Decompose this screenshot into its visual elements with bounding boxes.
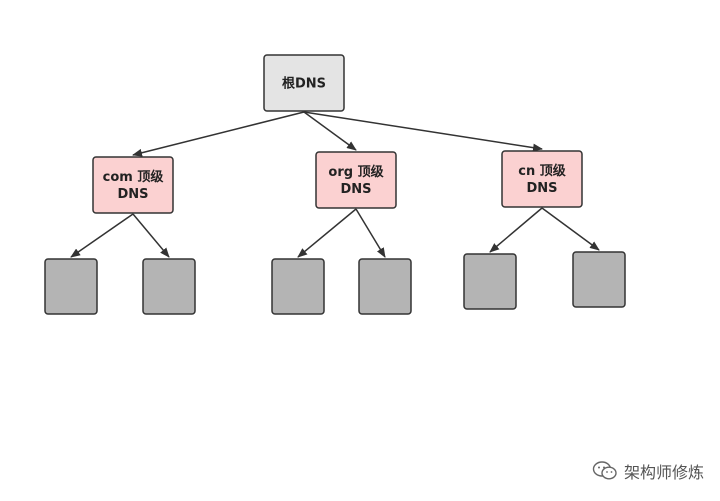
com-tld-label-line-1: com 顶级 xyxy=(103,169,165,185)
com-child-node-2 xyxy=(142,258,196,315)
cn-tld-node xyxy=(501,150,583,208)
edge-cn-to-child-1 xyxy=(489,207,543,253)
cn-tld-label-line-1: cn 顶级 xyxy=(518,163,566,179)
wechat-icon xyxy=(592,460,618,482)
watermark: 架构师修炼 xyxy=(592,459,704,483)
edge-cn-to-child-2 xyxy=(541,207,600,251)
cn-child-node-2 xyxy=(572,251,626,308)
edge-root-to-com xyxy=(132,111,305,157)
org-tld-label-line-1: org 顶级 xyxy=(328,164,384,180)
watermark-text: 架构师修炼 xyxy=(623,463,704,482)
org-tld-label-line-2: DNS xyxy=(340,182,371,197)
cn-child-node-1 xyxy=(463,253,517,310)
edge-com-to-child-2 xyxy=(132,213,170,258)
edge-root-to-cn xyxy=(303,111,543,152)
com-child-node-1 xyxy=(44,258,98,315)
root-dns-label-line-1: 根DNS xyxy=(282,76,326,92)
org-child-node-1 xyxy=(271,258,325,315)
org-tld-node xyxy=(315,151,397,209)
root-dns-node xyxy=(263,54,345,112)
edge-root-to-org xyxy=(303,111,357,151)
cn-tld-label-line-2: DNS xyxy=(526,181,557,196)
org-child-node-2 xyxy=(358,258,412,315)
edges xyxy=(70,111,600,258)
com-tld-node xyxy=(92,156,174,214)
com-tld-label-line-2: DNS xyxy=(117,187,148,202)
edge-com-to-child-1 xyxy=(70,213,134,258)
edge-org-to-child-1 xyxy=(297,208,357,258)
edge-org-to-child-2 xyxy=(355,208,386,258)
nodes: 根DNS com 顶级 DNS org 顶级 DNS cn 顶级 DNS xyxy=(44,54,626,315)
